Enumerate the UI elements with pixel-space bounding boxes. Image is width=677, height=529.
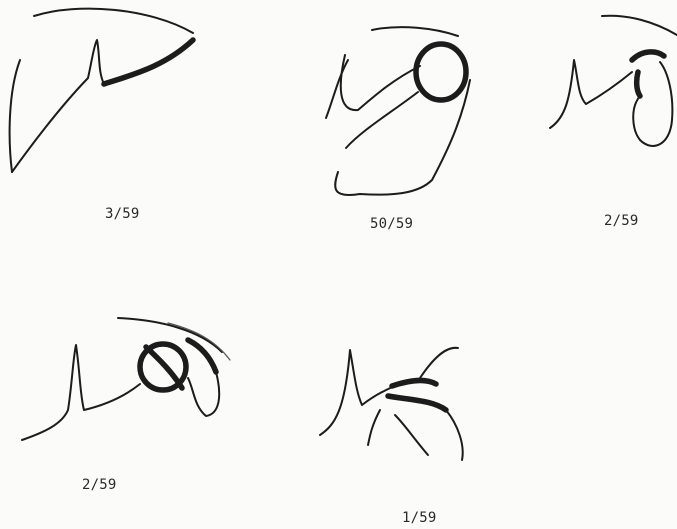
panel-e-drawing bbox=[320, 348, 463, 460]
panel-a-drawing bbox=[10, 9, 193, 172]
panel-b-drawing bbox=[326, 27, 470, 195]
panel-d-label: 2/59 bbox=[82, 477, 117, 493]
panel-d-drawing bbox=[22, 318, 230, 440]
panel-b-label: 50/59 bbox=[370, 216, 413, 232]
panel-e-label: 1/59 bbox=[402, 510, 437, 526]
panel-c-drawing bbox=[550, 16, 677, 146]
panel-c-label: 2/59 bbox=[604, 213, 639, 229]
panel-a-label: 3/59 bbox=[105, 206, 140, 222]
